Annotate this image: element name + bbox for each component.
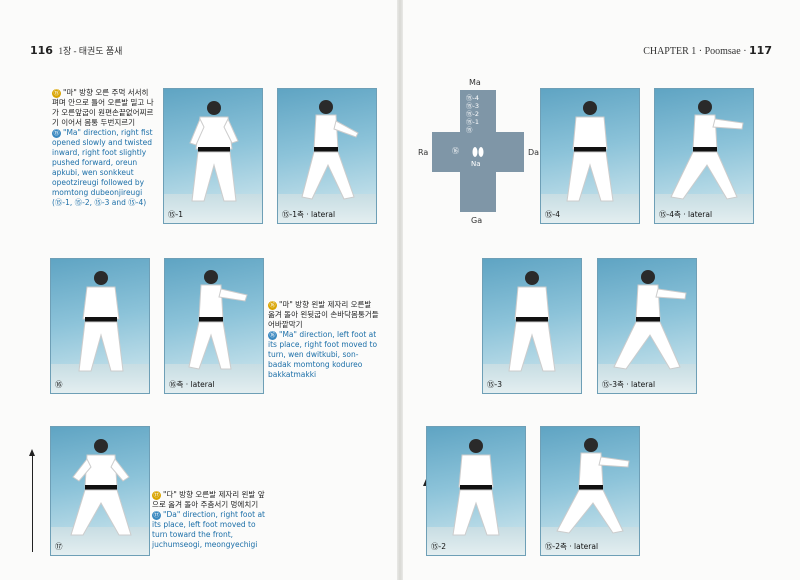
photo-16-lateral: ⑯측 · lateral xyxy=(164,258,264,394)
korean-text: "마" 방향 오른 주먹 서서히 펴며 안으로 틀어 오른발 밀고 나가 오른앞… xyxy=(52,88,154,127)
photo-15-2-lateral: ⑮-2측 · lateral xyxy=(540,426,640,556)
diagram-steps: ⑮-4 ⑮-3 ⑮-2 ⑮-1 ⑮ xyxy=(466,94,479,134)
photo-caption: ⑮-1 xyxy=(168,210,183,219)
step-number-badge: ⑰ xyxy=(152,491,161,500)
athlete-figure xyxy=(556,438,630,534)
photo-15-1: ⑮-1 xyxy=(163,88,263,224)
step-number-badge: ⑯ xyxy=(268,301,277,310)
athlete-figure xyxy=(189,101,239,202)
photo-caption: ⑮-1측 · lateral xyxy=(282,210,336,219)
korean-text: "마" 방향 왼발 제자리 오른발 옮겨 돌아 왼뒷굽이 손바닥몸통거들어바깥막… xyxy=(268,300,379,329)
right-header-title: CHAPTER 1 · Poomsae · xyxy=(643,46,747,57)
athlete-figure xyxy=(188,270,248,370)
step-number-badge: ⑮ xyxy=(52,89,61,98)
right-page-number: 117 xyxy=(749,44,772,57)
footprints-icon xyxy=(472,147,484,157)
diagram-label-ra: Ra xyxy=(418,148,429,157)
athlete-figure xyxy=(78,271,124,372)
diagram-step: ⑮ xyxy=(466,126,473,134)
text-block-17: ⑰"다" 방향 오른발 제자리 왼발 앞으로 옮겨 돌아 주춤서기 멍에치기 ⑰… xyxy=(152,490,270,550)
photo-16: ⑯ xyxy=(50,258,150,394)
athlete-figure xyxy=(70,439,132,536)
photo-caption: ⑮-4측 · lateral xyxy=(659,210,713,219)
direction-arrow xyxy=(29,449,35,552)
photo-15-1-lateral: ⑮-1측 · lateral xyxy=(277,88,377,224)
left-header: 116 1장 - 태권도 품새 xyxy=(30,44,122,57)
left-page-number: 116 xyxy=(30,44,53,57)
diagram-label-da: Da xyxy=(528,148,540,157)
right-header: CHAPTER 1 · Poomsae · 117 xyxy=(643,44,772,57)
photo-caption: ⑮-3측 · lateral xyxy=(602,380,656,389)
photo-17: ⑰ xyxy=(50,426,150,556)
athlete-figure xyxy=(301,100,359,200)
english-text: "Ma" direction, left foot at its place, … xyxy=(268,330,378,379)
photo-15-4: ⑮-4 xyxy=(540,88,640,224)
photo-caption: ⑰ xyxy=(55,542,63,551)
athlete-figure xyxy=(508,271,556,372)
diagram-horizontal-bar xyxy=(432,132,524,172)
diagram-label-ga: Ga xyxy=(471,216,483,225)
photo-15-3-lateral: ⑮-3측 · lateral xyxy=(597,258,697,394)
book-gutter xyxy=(397,0,403,580)
diagram-left-step: ⑯ xyxy=(452,147,459,155)
step-number-badge-en: ⑮ xyxy=(52,129,61,138)
text-block-15: ⑮"마" 방향 오른 주먹 서서히 펴며 안으로 틀어 오른발 밀고 나가 오른… xyxy=(52,88,157,208)
athlete-figure xyxy=(670,100,744,200)
athlete-figure xyxy=(566,101,614,202)
photo-caption: ⑮-2측 · lateral xyxy=(545,542,599,551)
diagram-step: ⑮-1 xyxy=(466,118,479,126)
athlete-figure xyxy=(452,439,500,536)
photo-15-4-lateral: ⑮-4측 · lateral xyxy=(654,88,754,224)
english-text: "Ma" direction, right fist opened slowly… xyxy=(52,128,153,207)
korean-text: "다" 방향 오른발 제자리 왼발 앞으로 옮겨 돌아 주춤서기 멍에치기 xyxy=(152,490,265,509)
english-text: "Da" direction, right foot at its place,… xyxy=(152,510,265,549)
left-header-title: 1장 - 태권도 품새 xyxy=(58,46,123,56)
photo-15-2: ⑮-2 xyxy=(426,426,526,556)
diagram-label-ma: Ma xyxy=(469,78,481,87)
photo-caption: ⑯측 · lateral xyxy=(169,380,215,389)
photo-caption: ⑮-4 xyxy=(545,210,560,219)
diagram-step: ⑮-4 xyxy=(466,94,479,102)
photo-caption: ⑯ xyxy=(55,380,63,389)
photo-caption: ⑮-2 xyxy=(431,542,446,551)
athlete-figure xyxy=(613,270,687,370)
photo-caption: ⑮-3 xyxy=(487,380,502,389)
text-block-16: ⑯"마" 방향 왼발 제자리 오른발 옮겨 돌아 왼뒷굽이 손바닥몸통거들어바깥… xyxy=(268,300,380,380)
diagram-label-na: Na xyxy=(471,160,481,168)
diagram-step: ⑮-3 xyxy=(466,102,479,110)
step-number-badge-en: ⑯ xyxy=(268,331,277,340)
step-number-badge-en: ⑰ xyxy=(152,511,161,520)
diagram-step: ⑮-2 xyxy=(466,110,479,118)
photo-15-3: ⑮-3 xyxy=(482,258,582,394)
